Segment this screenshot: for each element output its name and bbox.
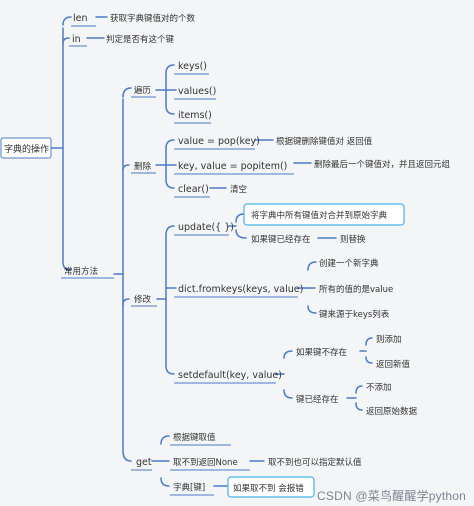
- node-len[interactable]: len: [73, 13, 88, 24]
- node-values[interactable]: values(): [178, 86, 216, 97]
- node-setdefault-absent[interactable]: 如果键不存在: [296, 347, 347, 358]
- node-setdefault-newvalue[interactable]: 返回新值: [376, 359, 411, 370]
- watermark: CSDN @菜鸟醒醒学python: [317, 489, 466, 503]
- node-setdefault[interactable]: setdefault(key, value): [178, 370, 282, 381]
- node-update-desc[interactable]: 将字典中所有键值对合并到原始字典: [251, 210, 388, 221]
- node-clear-desc[interactable]: 清空: [230, 184, 247, 195]
- node-get-bracket-desc[interactable]: 如果取不到 会报错: [233, 483, 304, 494]
- node-fromkeys[interactable]: dict.fromkeys(keys, value): [178, 284, 303, 295]
- node-get-none[interactable]: 取不到返回None: [173, 457, 238, 468]
- node-pop-desc[interactable]: 根据键删除键值对 返回值: [276, 136, 373, 147]
- node-setdefault-noadd[interactable]: 不添加: [366, 382, 392, 393]
- node-traverse[interactable]: 遍历: [134, 85, 152, 96]
- node-fromkeys-new[interactable]: 创建一个新字典: [319, 258, 379, 269]
- node-items[interactable]: items(): [178, 110, 212, 121]
- node-in-desc[interactable]: 判定是否有这个键: [106, 34, 175, 45]
- node-popitem[interactable]: key, value = popitem(): [178, 161, 287, 172]
- connectors: [50, 16, 373, 487]
- node-delete[interactable]: 删除: [134, 161, 152, 172]
- node-fromkeys-value[interactable]: 所有的值的是value: [319, 284, 393, 295]
- node-keys[interactable]: keys(): [178, 61, 207, 72]
- node-get[interactable]: get: [136, 457, 152, 468]
- root-node[interactable]: 字典的操作: [4, 143, 49, 155]
- node-get-bracket[interactable]: 字典[键]: [173, 482, 205, 493]
- node-pop[interactable]: value = pop(key): [178, 136, 260, 147]
- node-update-replace[interactable]: 则替换: [340, 234, 366, 245]
- node-update[interactable]: update({ }): [178, 222, 234, 233]
- update-desc-highlight: [243, 203, 405, 226]
- bracket-desc-highlight: [227, 476, 315, 498]
- node-common-methods[interactable]: 常用方法: [64, 266, 98, 277]
- root-node-box: [0, 137, 52, 159]
- node-modify[interactable]: 修改: [134, 294, 152, 305]
- node-get-by-key[interactable]: 根据键取值: [173, 432, 216, 443]
- node-get-none-desc[interactable]: 取不到也可以指定默认值: [268, 457, 362, 468]
- node-clear[interactable]: clear(): [178, 184, 209, 195]
- node-len-desc[interactable]: 获取字典键值对的个数: [110, 13, 196, 24]
- node-fromkeys-keys[interactable]: 键来源于keys列表: [319, 309, 390, 320]
- node-update-exists[interactable]: 如果键已经存在: [251, 234, 311, 245]
- node-in[interactable]: in: [72, 34, 81, 45]
- node-setdefault-exists[interactable]: 键已经存在: [296, 394, 339, 405]
- node-setdefault-add[interactable]: 则添加: [376, 334, 402, 345]
- node-popitem-desc[interactable]: 删除最后一个键值对，并且返回元组: [314, 159, 451, 170]
- node-setdefault-original[interactable]: 返回原始数据: [366, 406, 418, 417]
- underlines: [61, 25, 298, 496]
